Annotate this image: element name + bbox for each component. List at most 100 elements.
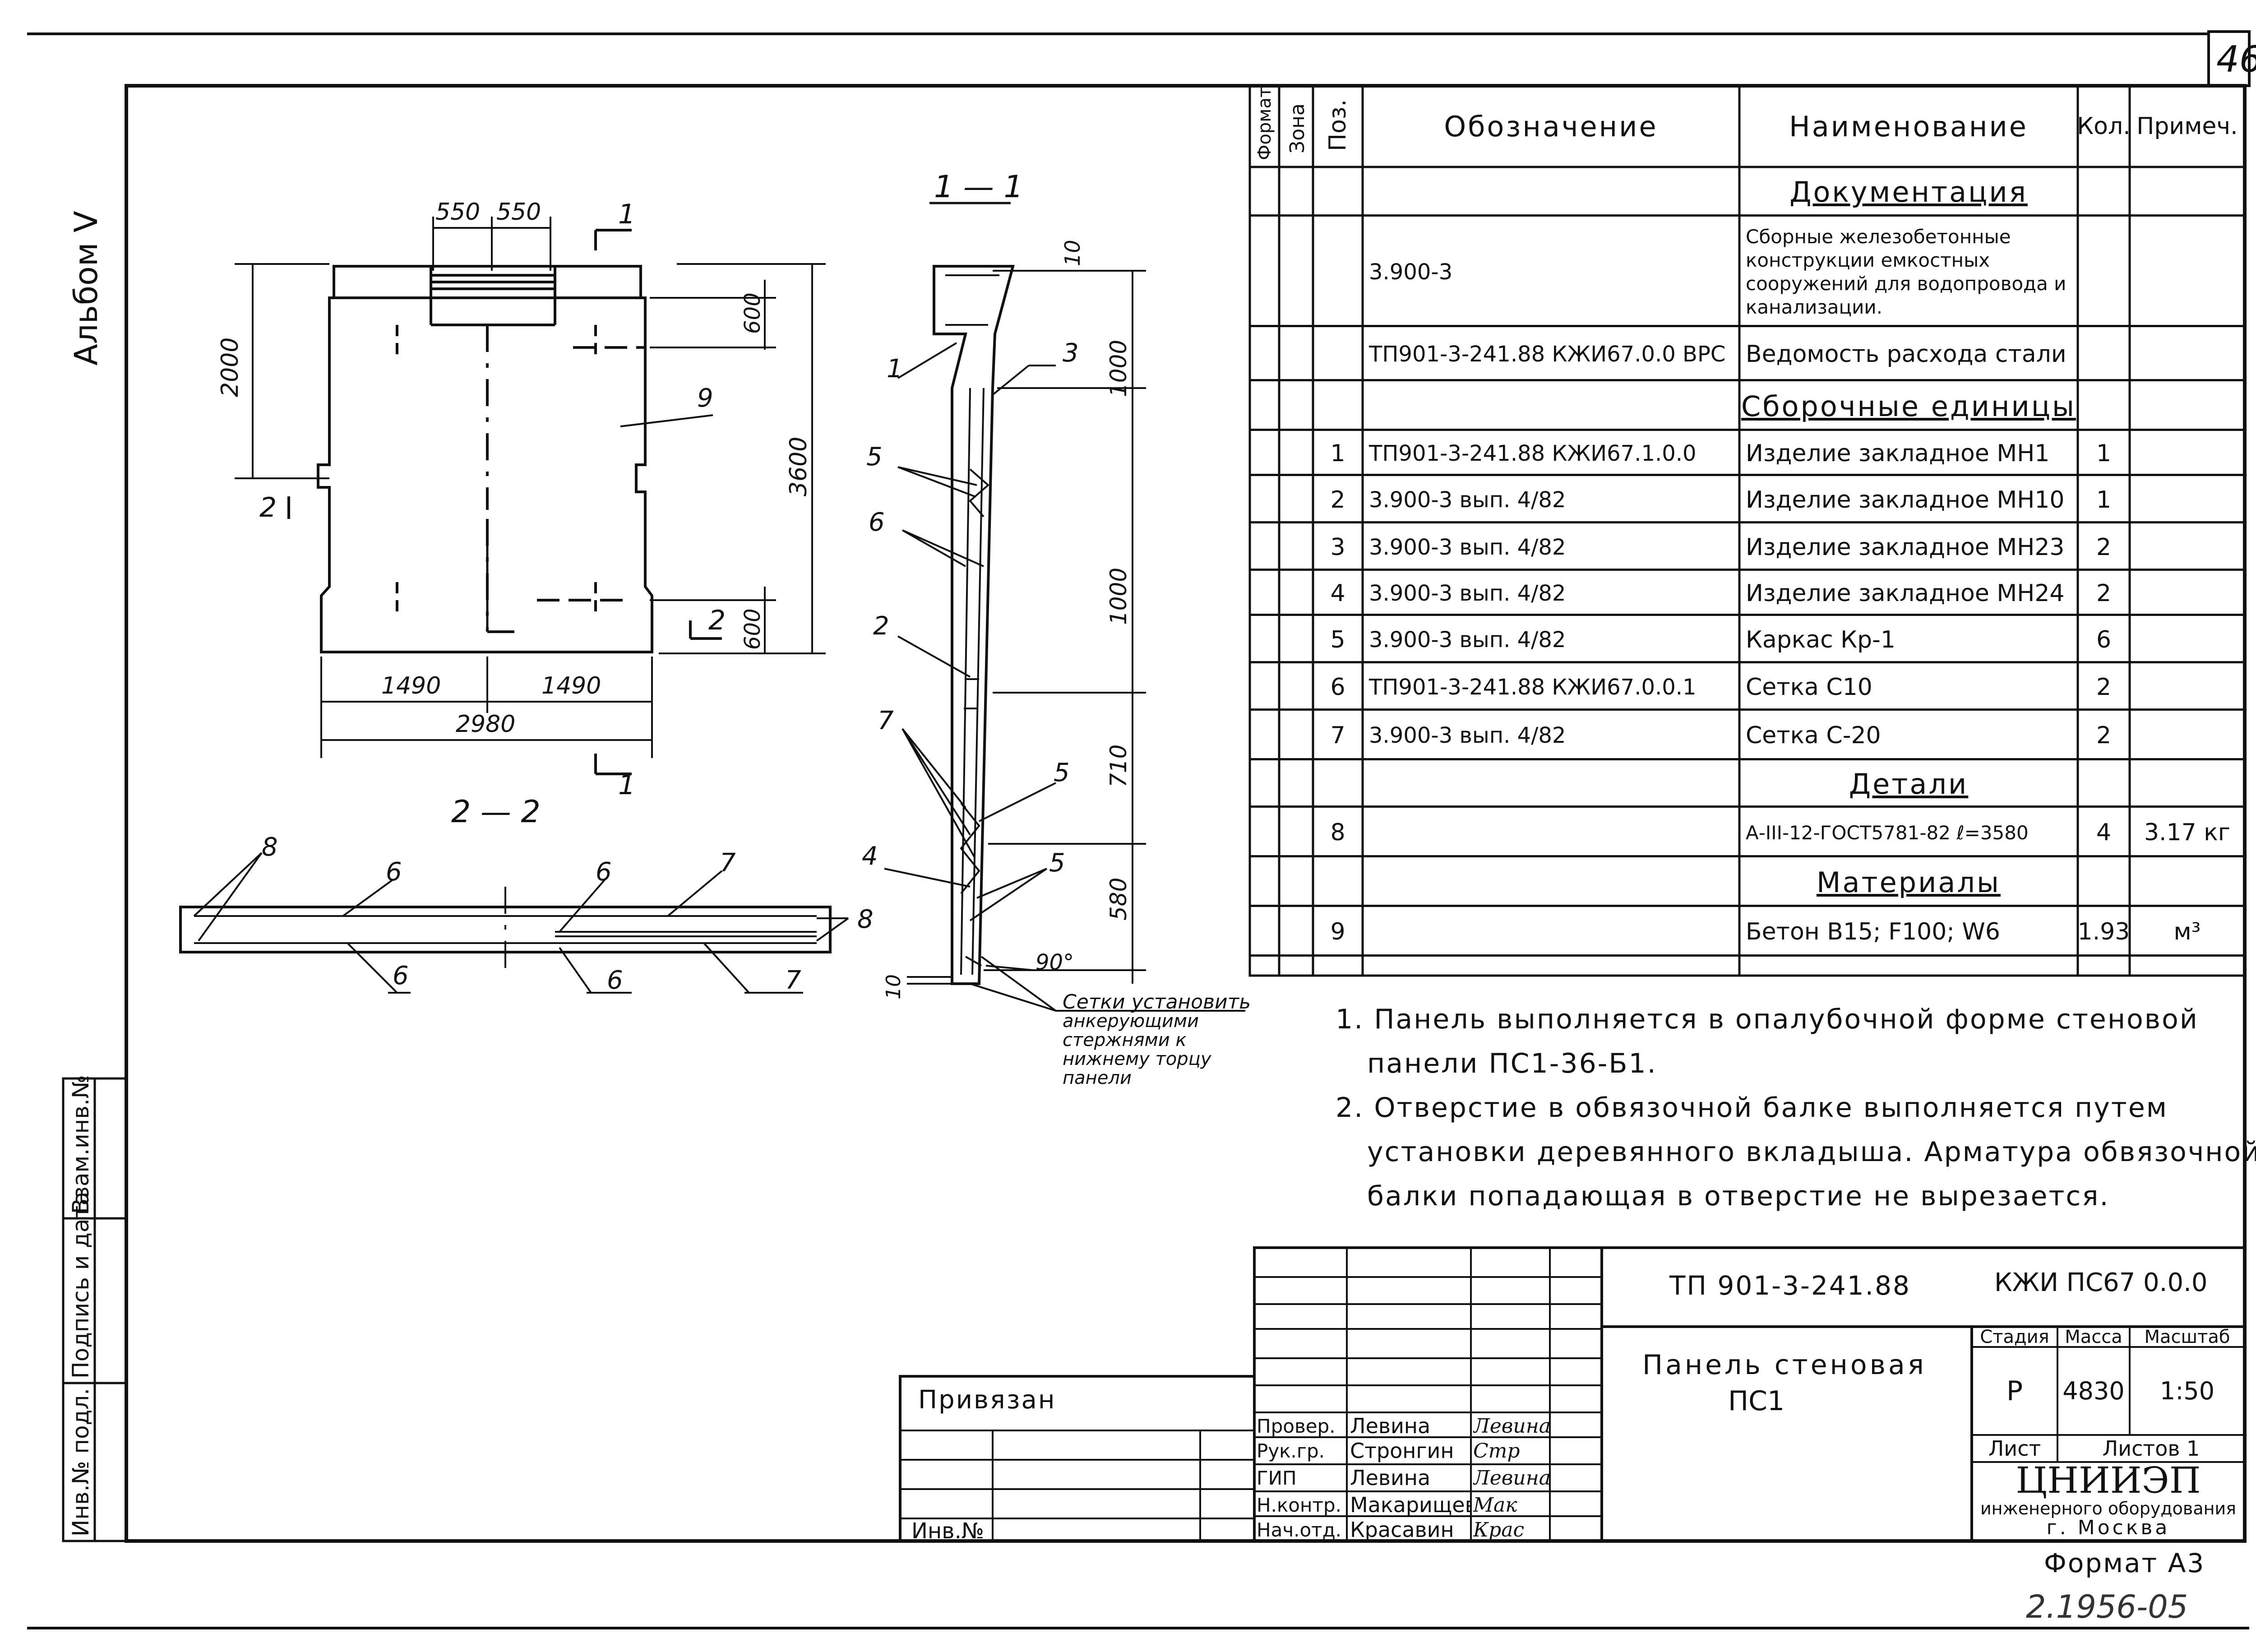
plan-callout-6-d: 6 (607, 966, 623, 995)
spec-cell-qty: 1 (2096, 486, 2112, 514)
cut-mark-1-bottom: 1 (618, 769, 636, 801)
spec-section-row: Детали (1250, 760, 2245, 808)
spec-cell-note (2130, 167, 2245, 217)
callout-9: 9 (697, 384, 713, 413)
spec-cell-qty (2078, 760, 2130, 808)
mesh-note-line-2: анкерующими (1063, 1011, 1199, 1032)
dim-1000-a: 1000 (1105, 339, 1132, 397)
spec-cell-pos: 9 (1330, 918, 1345, 945)
signature-sign: Мак (1473, 1493, 1517, 1517)
signature-name: Макарищева (1350, 1493, 1472, 1517)
spec-cell-name: А-III-12-ГОСТ5781-82 ℓ=3580 (1746, 821, 2029, 844)
dim-10-bottom: 10 (882, 974, 905, 1000)
signature-sign: Левина (1473, 1466, 1550, 1490)
note-line-1: 1. Панель выполняется в опалубочной форм… (1336, 1004, 2199, 1035)
spec-cell-name: Бетон В15; F100; W6 (1746, 918, 2000, 945)
spec-cell-name: Изделие закладное МН1 (1746, 440, 2050, 467)
scale-value: 1:50 (2159, 1377, 2215, 1405)
signature-role: ГИП (1257, 1467, 1297, 1489)
spec-cell-designation: 3.900-3 вып. 4/82 (1369, 487, 1566, 513)
col-header-note: Примеч. (2136, 113, 2238, 140)
dim-bottom-notch-600: 600 (740, 608, 765, 650)
spec-cell-note (2130, 711, 2245, 760)
spec-cell-pos: 4 (1330, 580, 1345, 607)
inv-number-label: Инв.№ (911, 1518, 984, 1544)
org-name: ЦНИИЭП (2016, 1459, 2201, 1501)
org-line-3: г. Москва (2046, 1516, 2170, 1539)
doc-code: ТП 901-3-241.88 (1669, 1270, 1911, 1301)
plan-callout-6-c: 6 (393, 961, 409, 990)
album-label: Альбом V (68, 211, 105, 366)
spec-cell-note (2130, 381, 2245, 431)
spec-cell-note (2130, 857, 2245, 907)
spec-cell-note (2130, 327, 2245, 381)
spec-cell-name: Материалы (1817, 865, 2001, 899)
spec-cell-note (2130, 616, 2245, 663)
spec-cell-note: 3.17 кг (2144, 819, 2231, 846)
spec-table-grid (1248, 84, 2246, 977)
spec-cell-note (2130, 663, 2245, 711)
spec-cell-name: Изделие закладное МН10 (1746, 486, 2065, 514)
cut-mark-1-top: 1 (618, 199, 636, 230)
title-block-grid (899, 1246, 2246, 1542)
spec-section-row: Документация (1250, 167, 2245, 217)
spec-cell-designation: 3.900-3 вып. 4/82 (1369, 723, 1566, 748)
spec-cell-note (2130, 476, 2245, 523)
section-2-2-shape (179, 887, 832, 970)
spec-cell-qty: 2 (2096, 722, 2112, 749)
sheets-label: Листов 1 (2102, 1436, 2200, 1461)
callout-5-c: 5 (1049, 848, 1065, 878)
sheet-number: 46 (2216, 38, 2256, 80)
plan-callout-8-right: 8 (857, 905, 874, 934)
mass-label: Масса (2065, 1326, 2122, 1347)
spec-cell-name: Изделие закладное МН23 (1746, 533, 2065, 561)
spec-cell-qty: 4 (2096, 819, 2112, 846)
col-header-format: Формат (1254, 87, 1275, 160)
spec-cell-designation: ТП901-3-241.88 КЖИ67.0.0.1 (1369, 674, 1697, 700)
signature-role: Нач.отд. (1257, 1518, 1342, 1541)
spec-cell-designation (1363, 760, 1739, 808)
col-header-qty: Кол. (2077, 113, 2131, 140)
spec-cell-pos (1313, 760, 1363, 808)
spec-cell-note (2130, 760, 2245, 808)
signature-row: Н.контр.МакарищеваМак (1254, 1491, 1602, 1518)
cut-mark-2-left: 2 (259, 492, 277, 523)
stamp-inv-podl: Инв.№ подл. (68, 1388, 94, 1536)
section-1-1-label: 1 — 1 (934, 169, 1023, 205)
plan-callout-6-b: 6 (596, 857, 612, 887)
spec-cell-designation (1363, 167, 1739, 217)
signature-role: Рук.гр. (1257, 1439, 1325, 1462)
spec-cell-name: Сетка С10 (1746, 673, 1872, 701)
mesh-install-note: Сетки установить анкерующими стержнями к… (1063, 992, 1251, 1088)
left-stamp-lines (62, 1077, 128, 1542)
spec-cell-qty: 2 (2096, 580, 2112, 607)
dim-710: 710 (1105, 744, 1132, 787)
title-line-1: Панель стеновая (1642, 1349, 1927, 1381)
dim-total-3600: 3600 (785, 436, 812, 496)
dim-bottom-left-1490: 1490 (381, 672, 441, 699)
col-header-designation: Обозначение (1444, 110, 1658, 143)
stage-label: Стадия (1980, 1326, 2049, 1347)
spec-cell-pos: 7 (1330, 722, 1345, 749)
spec-cell-note (2130, 523, 2245, 571)
stamp-vzam-inv: Взам.инв.№ (68, 1075, 94, 1214)
plan-callout-6-a: 6 (386, 857, 402, 887)
spec-cell-qty (2078, 857, 2130, 907)
spec-cell-designation: 3.900-3 вып. 4/82 (1369, 534, 1566, 560)
section-1-1-dimensions (884, 202, 1245, 1012)
spec-cell-qty (2078, 167, 2130, 217)
dim-1000-b: 1000 (1105, 567, 1132, 625)
callout-7: 7 (878, 706, 894, 736)
dim-top-left: 550 (435, 199, 481, 226)
signature-sign: Стр (1473, 1439, 1520, 1462)
spec-cell-pos (1313, 167, 1363, 217)
scale-label: Масштаб (2144, 1326, 2230, 1347)
